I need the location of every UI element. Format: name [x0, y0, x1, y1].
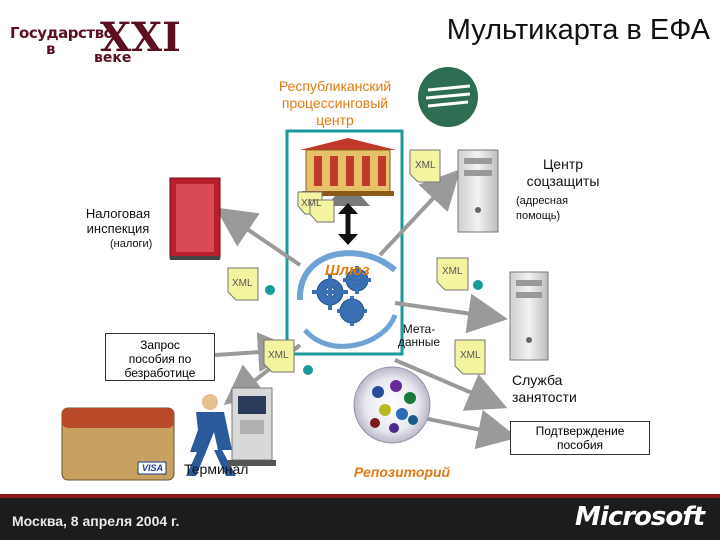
- request-line1: Запрос: [140, 338, 180, 352]
- processing-center-line3: центр: [316, 112, 354, 128]
- microsoft-logo: Microsoft: [575, 502, 705, 532]
- processing-center-label: Республиканский процессинговый центр: [255, 78, 415, 129]
- logo-word-gosudarstvo: Государство: [10, 24, 114, 42]
- social-center-note1: (адресная: [516, 195, 569, 207]
- confirm-line1: Подтверждение: [535, 424, 625, 438]
- gateway-swirl: [296, 250, 397, 301]
- processing-center-line1: Республиканский: [278, 78, 392, 94]
- confirm-line2: пособия: [556, 438, 604, 452]
- employment-line2: занятости: [512, 389, 577, 405]
- xml-label-employment: XML: [460, 350, 481, 361]
- repository-sphere-icon: [353, 366, 431, 444]
- xml-label-request: XML: [268, 350, 289, 361]
- page-title: Мультикарта в ЕФА: [446, 14, 710, 46]
- metadata-line2: данные: [397, 335, 441, 349]
- tax-line2: инспекция: [86, 221, 150, 236]
- footer-accent-line: [0, 494, 720, 498]
- tax-label: Налоговая инспекция: [64, 206, 172, 236]
- multicard-icon: [61, 407, 175, 481]
- gov-xxi-logo: Государство в веке XXI: [10, 14, 181, 66]
- bank-logo-icon: [418, 67, 478, 127]
- gateway-double-arrow-icon: [338, 203, 358, 245]
- repository-label: Репозиторий: [353, 464, 451, 480]
- processing-frame: [285, 129, 404, 356]
- employment-line1: Служба: [512, 372, 563, 388]
- connector-dots: [265, 280, 483, 375]
- social-center-note2: помощь): [516, 210, 561, 222]
- request-line2: пособия по: [128, 352, 192, 366]
- processing-center-line2: процессинговый: [281, 95, 389, 111]
- bank-building-icon: [300, 138, 396, 206]
- employment-label: Служба занятости: [512, 372, 612, 406]
- social-center-label: Центр соцзащиты: [508, 156, 618, 190]
- diagram-canvas: [61, 67, 549, 481]
- card-visa-label: VISA: [142, 463, 164, 473]
- confirm-box: Подтверждение пособия: [510, 421, 650, 455]
- footer-date: Москва, 8 апреля 2004 г.: [12, 513, 180, 529]
- person-icon: [186, 394, 236, 476]
- tax-server-icon: [169, 177, 221, 260]
- employment-server-icon: [509, 271, 549, 361]
- xml-label-gateway: XML: [442, 266, 463, 277]
- metadata-label: Мета- данные: [386, 323, 452, 349]
- tax-line1: Налоговая: [85, 206, 151, 221]
- request-box: Запрос пособия по безработице: [105, 333, 215, 381]
- logo-numeral: XXI: [100, 14, 181, 61]
- logo-word-veke: веке: [94, 50, 132, 66]
- tax-note: (налоги): [110, 238, 153, 250]
- request-line3: безработице: [124, 366, 196, 380]
- terminal-label: Терминал: [184, 461, 249, 477]
- gateway-gears-icon: [312, 266, 371, 326]
- xml-label-center-1: XML: [301, 198, 322, 209]
- social-center-line1: Центр: [542, 156, 584, 172]
- terminal-machine-icon: [228, 387, 276, 466]
- metadata-line1: Мета-: [402, 322, 436, 336]
- social-server-icon: [457, 149, 499, 233]
- social-center-line2: соцзащиты: [526, 173, 600, 189]
- xml-label-tax: XML: [232, 278, 253, 289]
- logo-word-v: в: [46, 40, 56, 58]
- social-center-note: (адресная помощь): [516, 194, 606, 224]
- xml-notes: [227, 149, 486, 375]
- xml-label-social: XML: [415, 160, 436, 171]
- footer-bar: Москва, 8 апреля 2004 г. Microsoft: [0, 498, 720, 540]
- gateway-label: Шлюз: [325, 262, 370, 279]
